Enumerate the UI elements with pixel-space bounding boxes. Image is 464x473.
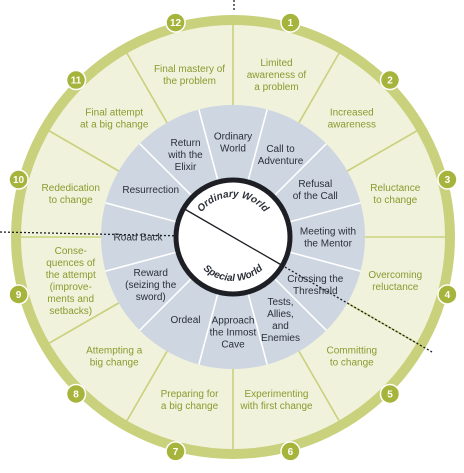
svg-text:4: 4 (445, 290, 451, 301)
stage-number-badge: 2 (379, 69, 401, 91)
outer-divider (346, 130, 417, 172)
inner-stage-label: Ordeal (170, 315, 200, 326)
inner-divider (198, 109, 220, 183)
inner-divider (105, 250, 179, 272)
svg-text:1: 1 (288, 18, 294, 29)
inner-divider (287, 250, 361, 272)
stage-number-badge: 12 (165, 12, 186, 33)
stage-number-badge: 1 (280, 12, 301, 33)
stage-number-badge: 8 (65, 383, 87, 405)
inner-divider (139, 143, 194, 198)
inner-divider (246, 109, 268, 183)
svg-text:11: 11 (71, 76, 82, 87)
svg-text:3: 3 (445, 175, 451, 186)
outer-divider (126, 350, 168, 421)
stage-number-badge: 6 (280, 441, 301, 462)
inner-divider (246, 291, 268, 365)
inner-stage-label: Road Back (114, 233, 164, 244)
hub-divider (185, 208, 281, 266)
svg-text:8: 8 (73, 389, 79, 400)
threshold-guide-line (0, 231, 234, 238)
inner-divider (198, 291, 220, 365)
stage-number-badge: 5 (379, 383, 401, 405)
outer-divider (49, 130, 120, 172)
stage-number-badge: 4 (437, 284, 458, 305)
stage-number-badge: 9 (8, 284, 29, 305)
inner-divider (139, 276, 194, 331)
stage-number-badge: 3 (437, 169, 458, 190)
svg-text:5: 5 (387, 389, 393, 400)
stage-number-badge: 10 (8, 169, 29, 190)
outer-divider (126, 53, 168, 124)
inner-divider (287, 202, 361, 224)
svg-text:6: 6 (288, 447, 294, 458)
svg-text:10: 10 (13, 175, 25, 186)
svg-text:7: 7 (173, 447, 179, 458)
outer-divider (49, 302, 120, 344)
stage-number-badge: 11 (65, 69, 87, 91)
inner-divider (272, 276, 327, 331)
stage-number-badge: 7 (165, 441, 186, 462)
outer-divider (298, 53, 340, 124)
svg-text:12: 12 (170, 18, 182, 29)
inner-divider (272, 143, 327, 198)
svg-text:9: 9 (16, 290, 22, 301)
outer-divider (298, 350, 340, 421)
inner-divider (105, 202, 179, 224)
inner-stage-label: Resurrection (122, 185, 179, 196)
svg-text:2: 2 (387, 76, 393, 87)
